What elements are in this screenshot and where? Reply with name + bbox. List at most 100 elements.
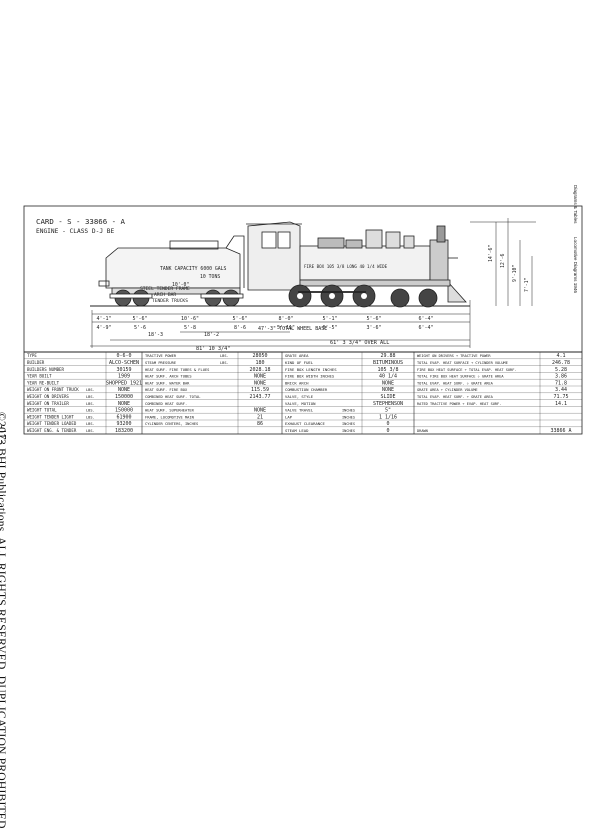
spec-value: 180 <box>255 360 264 366</box>
dim-top-value: 10'-6" <box>181 316 199 322</box>
spec-value: 14.1 <box>555 401 567 407</box>
dim-bottom-value: 5'-11" <box>277 325 295 331</box>
spec-value: 2028.18 <box>249 367 270 373</box>
spec-label: HEAT SURF. FIRE BOX <box>145 388 188 392</box>
spec-label: FRAME, LOCOMOTIVE MAIN <box>145 415 194 419</box>
spec-label: BRICK ARCH <box>285 380 309 385</box>
spec-value: 30159 <box>116 367 131 373</box>
spec-value: NONE <box>254 380 266 386</box>
spec-value: 4.1 <box>556 353 565 359</box>
spec-value: 28050 <box>252 353 267 359</box>
spec-label: STEAM LEAD <box>285 428 309 433</box>
spec-value: 150000 <box>115 394 133 400</box>
spec-value: NONE <box>382 380 394 386</box>
spec-value: NONE <box>382 387 394 393</box>
tank-capacity-label: TANK CAPACITY 6000 GALS <box>160 266 227 272</box>
dim-top-value: 6'-4" <box>418 316 433 322</box>
spec-unit: LBS. <box>220 354 229 358</box>
spec-value: 40 1/4 <box>379 374 397 380</box>
locomotive-drawing <box>90 218 536 348</box>
spec-value: NONE <box>254 374 266 380</box>
dim-top-value: 5'-6" <box>132 316 147 322</box>
spec-value: 1909 <box>118 374 130 380</box>
dim-top-value: 5'-6" <box>232 316 247 322</box>
dim-height-value: 14'-6" <box>488 245 494 262</box>
dim-bottom-value: 5'-6 <box>134 325 146 331</box>
height-dimension-lines <box>470 218 536 306</box>
spec-value: 0-6-0 <box>116 353 131 359</box>
dim-heights: 14'-6"12'-69'-10"7'-1" <box>488 245 530 292</box>
spec-value: 0 <box>386 421 389 427</box>
firebox-note: FIRE BOX 105 3/8 LONG 40 1/4 WIDE <box>304 264 388 269</box>
tank-width-label: 10'-0" <box>172 282 189 288</box>
spec-unit: INCHES <box>342 415 355 419</box>
dim-top-value: 5'-1" <box>322 316 337 322</box>
spec-label: TRACTIVE POWER <box>145 354 177 358</box>
spec-label: BUILDER <box>27 360 45 365</box>
spec-label: COMBINED HEAT SURF. TOTAL <box>145 395 201 399</box>
spec-value: ALCO-SCHEN <box>109 360 139 366</box>
arch-bar-label: ARCH BAR <box>154 292 176 298</box>
spec-value: 2143.77 <box>249 394 270 400</box>
spec-value: SLIDE <box>380 394 395 400</box>
spec-label: HEAT SURF. SUPERHEATER <box>145 409 195 413</box>
dim-top-row: 4'-1"5'-6"10'-6"5'-6"8'-0"5'-1"5'-6"6'-4… <box>96 316 433 322</box>
spec-label: WEIGHT ON FRONT TRUCK <box>27 387 79 392</box>
spec-label: FIRE BOX HEAT SURFACE ÷ TOTAL EVAP. HEAT… <box>417 368 517 372</box>
spec-label: WEIGHT TENDER LIGHT <box>27 414 74 419</box>
spec-value: NONE <box>254 408 266 414</box>
spec-label: TOTAL EVAP. HEAT SURF. ÷ GRATE AREA <box>417 395 494 399</box>
spec-label: FIRE BOX WIDTH INCHES <box>285 374 335 379</box>
spec-value: 5" <box>385 408 391 414</box>
boiler-outline <box>299 225 467 303</box>
spec-label: VALVE TRAVEL <box>285 408 314 413</box>
spec-label: GRATE AREA ÷ CYLINDER VOLUME <box>417 388 478 392</box>
spec-label: EXHAUST CLEARANCE <box>285 421 325 426</box>
dim-bottom-value: 5'-8 <box>184 325 196 331</box>
dim-tender-wheelbase: 18'-3 <box>148 332 163 338</box>
dim-height-value: 12'-6 <box>500 253 506 268</box>
dim-top-value: 8'-0" <box>278 316 293 322</box>
spec-label: VALVE, MOTION <box>285 401 316 406</box>
dim-engine-wheelbase: 18'-2 <box>204 332 219 338</box>
spec-label: YEAR BUILT <box>27 374 52 379</box>
spec-unit: LBS. <box>86 415 95 419</box>
dim-bottom-value: 3'-6" <box>366 325 381 331</box>
dim-wheel-base: 47'-3" TOTAL WHEEL BASE <box>258 326 327 332</box>
spec-value: 3.44 <box>555 387 567 393</box>
cab-outline <box>246 221 302 291</box>
dim-height-value: 9'-10" <box>512 265 518 282</box>
spec-value: 150000 <box>115 408 133 414</box>
spec-value: 61900 <box>116 414 131 420</box>
spec-value: BITUMINOUS <box>373 360 403 366</box>
spec-value: 71.8 <box>555 380 567 386</box>
spec-value: 5.28 <box>555 367 567 373</box>
spec-unit: LBS. <box>86 388 95 392</box>
spec-label: COMBUSTION CHAMBER <box>285 387 328 392</box>
dim-bottom-value: 6'-4" <box>418 325 433 331</box>
sheet-border <box>23 205 583 435</box>
spec-value: 3.86 <box>555 374 567 380</box>
dim-length: 81' 10 3/4" <box>196 346 230 352</box>
dim-top-value: 4'-1" <box>96 316 111 322</box>
spec-label: HEAT SURF. WATER BAR <box>145 381 190 385</box>
coal-capacity-label: 10 TONS <box>200 274 220 280</box>
spec-label: FIRE BOX LENGTH INCHES <box>285 367 337 372</box>
spec-unit: LBS. <box>220 361 229 365</box>
spec-unit: LBS. <box>86 409 95 413</box>
dim-over-all: 61' 3 3/4" OVER ALL <box>330 340 389 346</box>
spec-label: VALVE, STYLE <box>285 394 314 399</box>
tender-trucks-label: TENDER TRUCKS <box>152 298 188 304</box>
tender-frame-label: STEEL TENDER FRAME <box>140 286 190 292</box>
card-number: CARD - S - 33866 - A <box>36 217 126 226</box>
spec-label: YEAR RE-BUILT <box>27 380 60 385</box>
spec-value: 0 <box>386 428 389 434</box>
spec-label: TOTAL EVAP. HEAT SURFACE ÷ CYLINDER VOLU… <box>417 361 508 365</box>
spec-label: WEIGHT ENG. & TENDER <box>27 428 77 433</box>
spec-label: HEAT SURF. ARCH TUBES <box>145 375 192 379</box>
spec-value: 105 3/8 <box>377 367 398 373</box>
spec-label: TOTAL FIRE BOX HEAT SURFACE ÷ GRATE AREA <box>417 375 504 379</box>
spec-value: NONE <box>118 387 130 393</box>
